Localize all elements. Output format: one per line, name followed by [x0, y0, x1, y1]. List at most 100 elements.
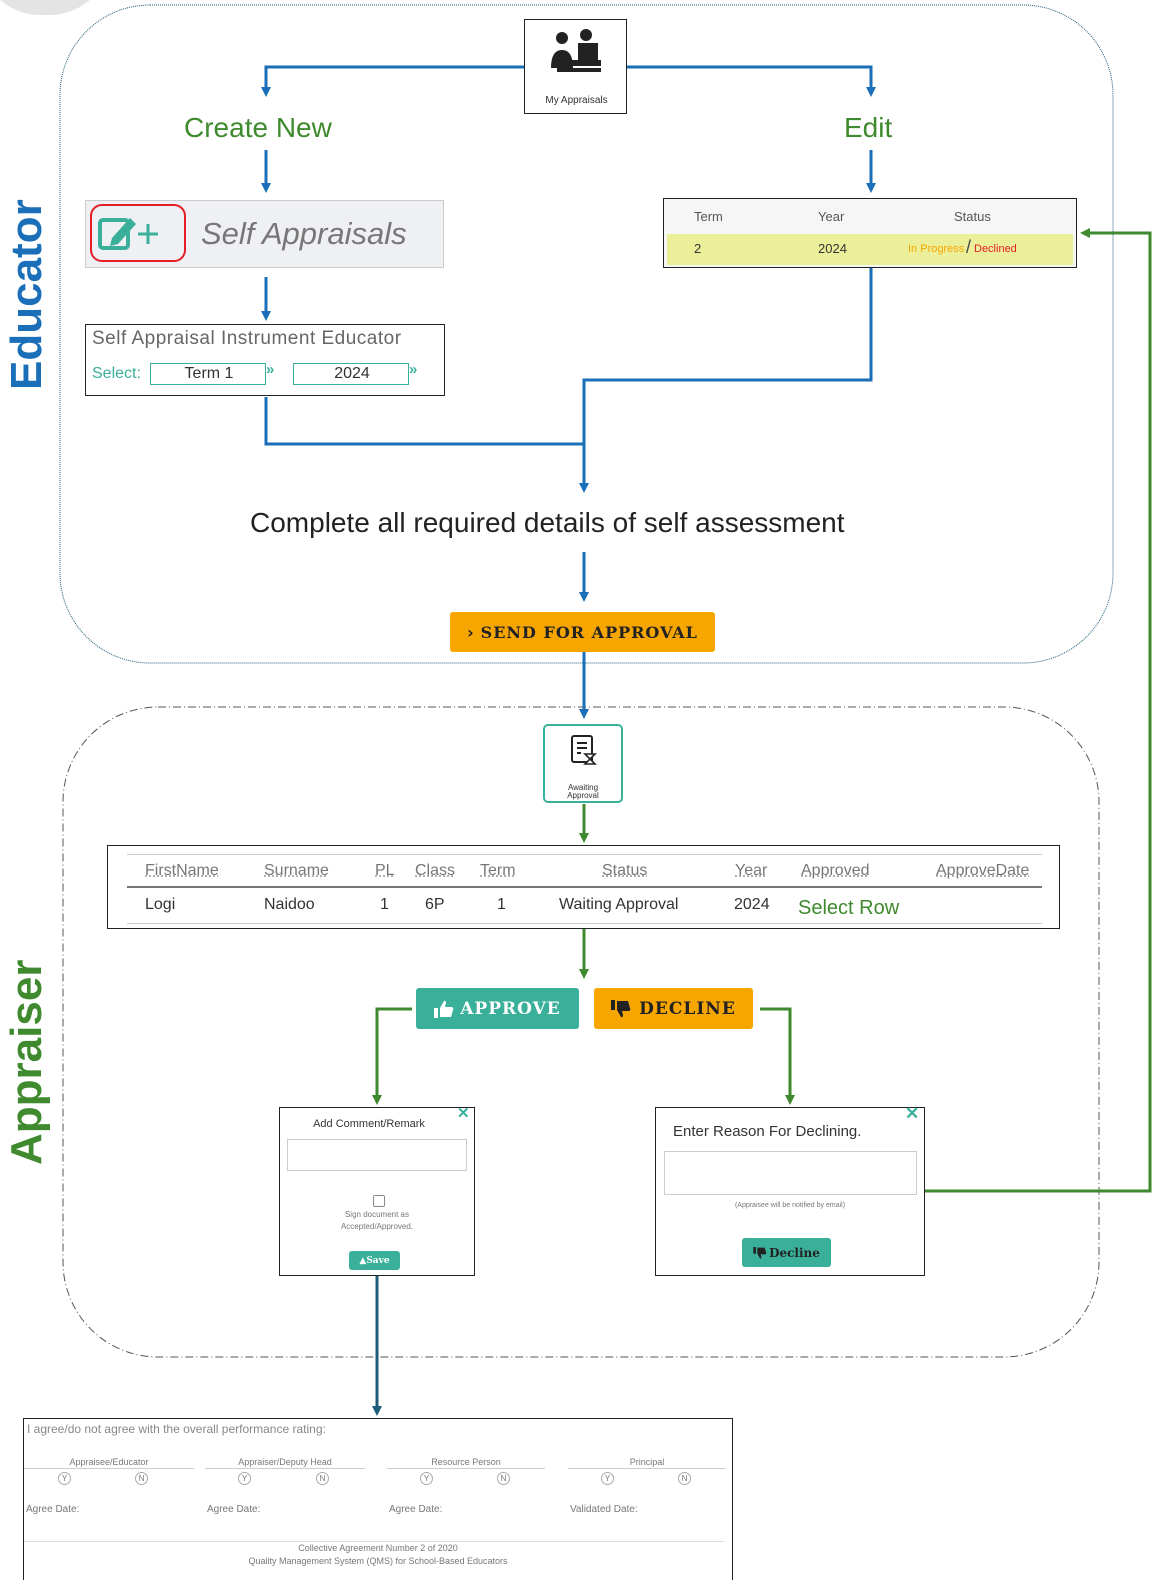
agreement-column: Principal Y N Validated Date: [568, 1457, 726, 1515]
decline-confirm-button[interactable]: Decline [742, 1238, 831, 1267]
header-surname[interactable]: Surname [264, 862, 329, 879]
header-approved[interactable]: Approved [801, 862, 870, 879]
create-new-label: Create New [184, 112, 332, 143]
approve-dialog: ✕ Add Comment/Remark Sign document as Ac… [279, 1105, 475, 1276]
agreement-question: I agree/do not agree with the overall pe… [27, 1422, 326, 1436]
year-select-value: 2024 [334, 365, 370, 382]
header-approvedate[interactable]: ApproveDate [936, 862, 1030, 879]
document-hourglass-icon [571, 735, 597, 765]
header-year: Year [818, 209, 845, 224]
role-label: Principal [629, 1457, 665, 1467]
appraisal-list-table: Term Year Status 2 2024 In Progress / De… [663, 198, 1077, 268]
table-row[interactable]: Logi Naidoo 1 6P 1 Waiting Approval 2024… [127, 889, 1042, 923]
role-underline [387, 1468, 545, 1469]
cell-term: 1 [497, 896, 506, 913]
teacher-icon [551, 29, 601, 72]
no-radio[interactable]: N [316, 1472, 329, 1485]
educator-lane-label: Educator [2, 199, 51, 390]
table-top-divider [127, 854, 1042, 855]
header-pl[interactable]: PL [375, 862, 395, 879]
close-icon[interactable]: ✕ [905, 1104, 920, 1123]
self-appraisals-label: Self Appraisals [201, 216, 407, 251]
select-row-hint: Select Row [798, 897, 900, 919]
agreement-divider [24, 1541, 724, 1542]
yes-radio[interactable]: Y [601, 1472, 614, 1485]
save-label: Save [366, 1255, 390, 1266]
save-button[interactable]: ▲ Save [349, 1251, 400, 1270]
cell-class: 6P [425, 896, 445, 913]
complete-details-text: Complete all required details of self as… [250, 507, 845, 538]
chevron-down-icon: » [266, 361, 275, 378]
header-term[interactable]: Term [480, 862, 516, 879]
role-label: Appraisee/Educator [69, 1457, 149, 1467]
cell-firstname: Logi [145, 896, 176, 913]
appraiser-lane-label: Appraiser [2, 959, 51, 1165]
self-appraisals-button[interactable]: Self Appraisals [85, 200, 444, 268]
year-select[interactable]: 2024 [293, 363, 409, 385]
header-class[interactable]: Class [415, 862, 456, 879]
agreement-panel: I agree/do not agree with the overall pe… [23, 1418, 733, 1580]
awaiting-label-2: Approval [567, 791, 599, 800]
approve-dialog-title: Add Comment/Remark [313, 1118, 425, 1130]
sign-text-1: Sign document as [344, 1210, 410, 1219]
agreement-column: Appraisee/Educator Y N Agree Date: [24, 1457, 194, 1515]
awaiting-label-1: Awaiting [567, 783, 599, 792]
role-underline [24, 1468, 194, 1469]
header-firstname[interactable]: FirstName [145, 862, 219, 879]
edit-label: Edit [844, 112, 893, 143]
term-select[interactable]: Term 1 [150, 363, 266, 385]
instrument-selector: Self Appraisal Instrument Educator Selec… [85, 324, 445, 396]
footer-line-1: Collective Agreement Number 2 of 2020 [298, 1543, 458, 1553]
chevron-right-icon: › [467, 622, 475, 642]
status-slash: / [966, 237, 972, 257]
row-status-in-progress: In Progress [908, 243, 965, 255]
my-appraisals-tile[interactable]: My Appraisals [524, 19, 627, 114]
decline-button[interactable]: DECLINE [594, 988, 753, 1029]
date-label: Validated Date: [570, 1504, 638, 1515]
header-year[interactable]: Year [735, 862, 768, 879]
table-row[interactable]: 2 2024 In Progress / Declined [667, 234, 1073, 265]
approve-label: APPROVE [460, 998, 561, 1019]
cell-status: Waiting Approval [559, 896, 679, 913]
row-year: 2024 [818, 241, 847, 256]
date-label: Agree Date: [207, 1504, 261, 1515]
reason-textarea[interactable] [664, 1151, 917, 1195]
instrument-title: Self Appraisal Instrument Educator [92, 328, 402, 349]
no-radio[interactable]: N [497, 1472, 510, 1485]
chevron-down-icon: » [409, 361, 418, 378]
comment-textarea[interactable] [287, 1139, 467, 1171]
send-for-approval-button[interactable]: › SEND FOR APPROVAL [450, 612, 715, 652]
select-label: Select: [92, 365, 141, 382]
notify-note: (Appraisee will be notified by email) [734, 1202, 846, 1209]
decline-dialog: ✕ Enter Reason For Declining. (Appraisee… [655, 1104, 925, 1276]
cell-surname: Naidoo [264, 896, 315, 913]
header-status: Status [954, 209, 991, 224]
yes-radio[interactable]: Y [420, 1472, 433, 1485]
educator-lane [59, 4, 1114, 664]
appraiser-lane [62, 706, 1100, 1358]
send-for-approval-label: SEND FOR APPROVAL [480, 622, 698, 642]
row-term: 2 [694, 241, 702, 256]
yes-radio[interactable]: Y [238, 1472, 251, 1485]
sign-text-2: Accepted/Approved. [340, 1222, 414, 1231]
edit-add-icon-frame [90, 204, 186, 262]
no-radio[interactable]: N [135, 1472, 148, 1485]
edit-add-icon [98, 218, 158, 250]
header-status[interactable]: Status [602, 862, 648, 879]
thumbs-up-icon [434, 1000, 454, 1018]
role-label: Resource Person [431, 1457, 501, 1467]
row-status-declined: Declined [974, 243, 1017, 255]
sign-checkbox[interactable] [373, 1195, 385, 1207]
thumbs-down-icon [753, 1246, 767, 1258]
approve-button[interactable]: APPROVE [416, 988, 579, 1029]
awaiting-approval-table: FirstName Surname PL Class Term Status Y… [107, 845, 1060, 929]
thumbs-up-icon: ▲ [359, 1255, 367, 1266]
close-icon[interactable]: ✕ [457, 1105, 470, 1122]
header-term: Term [694, 209, 723, 224]
cell-pl: 1 [380, 896, 389, 913]
no-radio[interactable]: N [678, 1472, 691, 1485]
awaiting-approval-tile[interactable]: Awaiting Approval [543, 724, 623, 803]
date-label: Agree Date: [389, 1504, 443, 1515]
yes-radio[interactable]: Y [58, 1472, 71, 1485]
